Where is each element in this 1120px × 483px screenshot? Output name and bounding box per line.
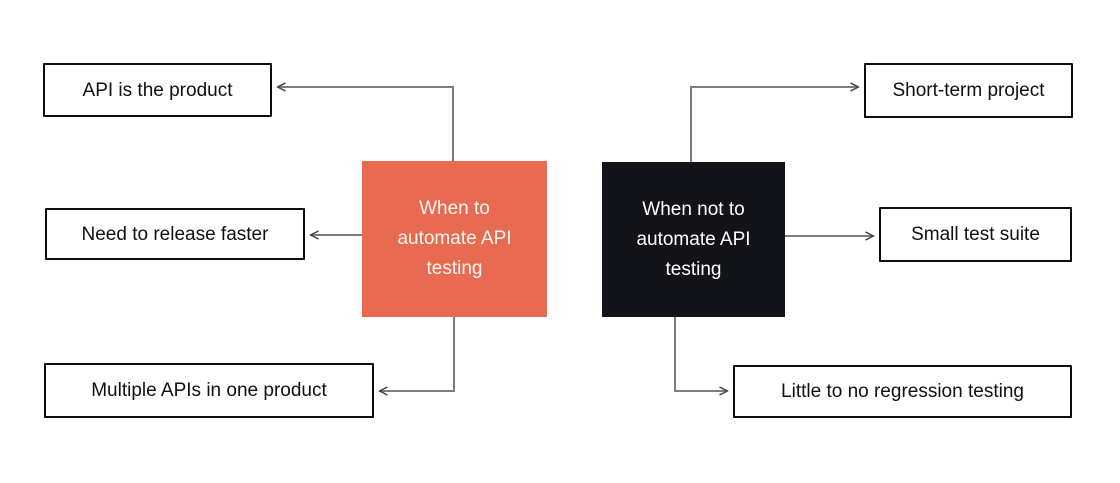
leaf-need-to-release-faster-label: Need to release faster — [81, 223, 269, 245]
hub-when-to-automate-label: When to automate API testing — [397, 198, 512, 279]
leaf-api-is-the-product: API is the product — [43, 63, 272, 117]
leaf-short-term-project: Short-term project — [864, 63, 1073, 118]
leaf-small-test-suite-label: Small test suite — [911, 224, 1040, 245]
leaf-little-to-no-regression-testing: Little to no regression testing — [733, 365, 1072, 418]
leaf-multiple-apis-one-product-label: Multiple APIs in one product — [91, 380, 327, 401]
leaf-api-is-the-product-label: API is the product — [82, 79, 233, 101]
connector-when-to-multiple-apis — [380, 317, 455, 391]
connector-when-to-api-product — [278, 87, 454, 161]
leaf-little-to-no-regression-testing-label: Little to no regression testing — [781, 381, 1024, 402]
connector-when-not-little-regression — [674, 317, 727, 391]
hub-when-to-automate: When to automate API testing — [362, 161, 547, 317]
leaf-short-term-project-label: Short-term project — [892, 80, 1045, 101]
leaf-multiple-apis-one-product: Multiple APIs in one product — [44, 363, 374, 418]
leaf-need-to-release-faster: Need to release faster — [45, 208, 305, 260]
hub-when-not-to-automate-label: When not to automate API testing — [636, 198, 751, 280]
connector-when-not-short-term — [690, 87, 858, 162]
leaf-small-test-suite: Small test suite — [879, 207, 1072, 262]
hub-when-not-to-automate: When not to automate API testing — [602, 162, 785, 317]
